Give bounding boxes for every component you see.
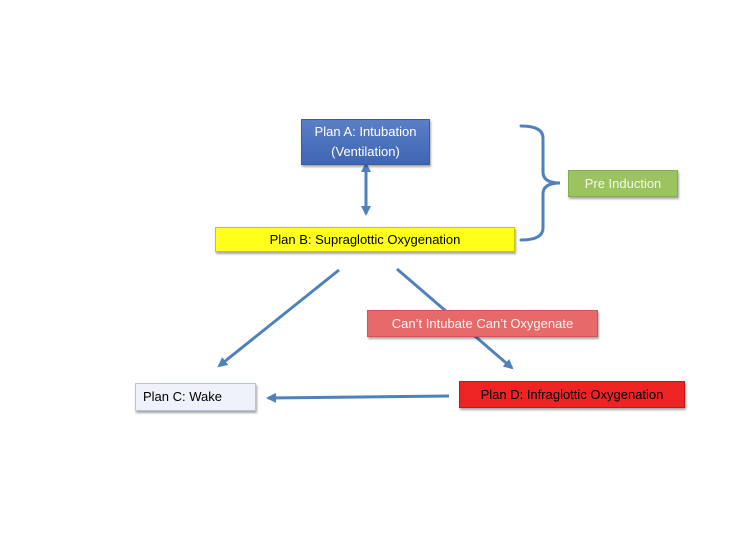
plan-a-subtitle: (Ventilation) (331, 144, 400, 159)
pre-induction-label: Pre Induction (584, 175, 662, 191)
cico-label: Can’t Intubate Can’t Oxygenate (391, 315, 574, 331)
arrow-plan-d-plan-c (266, 392, 450, 403)
plan-c-node: Plan C: Wake (135, 383, 256, 411)
plan-d-node: Plan D: Infraglottic Oxygenation (459, 381, 685, 408)
plan-b-node: Plan B: Supraglottic Oxygenation (215, 227, 515, 252)
plan-c-label: Plan C: Wake (143, 389, 222, 404)
pre-induction-bracket (519, 124, 561, 242)
plan-a-title: Plan A: Intubation (314, 124, 417, 139)
plan-a-node: Plan A: Intubation (Ventilation) (301, 119, 430, 165)
plan-b-label: Plan B: Supraglottic Oxygenation (269, 231, 461, 247)
cico-node: Can’t Intubate Can’t Oxygenate (367, 310, 598, 337)
plan-d-label: Plan D: Infraglottic Oxygenation (480, 386, 664, 402)
arrow-plan-b-plan-c (217, 268, 340, 368)
pre-induction-node: Pre Induction (568, 170, 678, 197)
